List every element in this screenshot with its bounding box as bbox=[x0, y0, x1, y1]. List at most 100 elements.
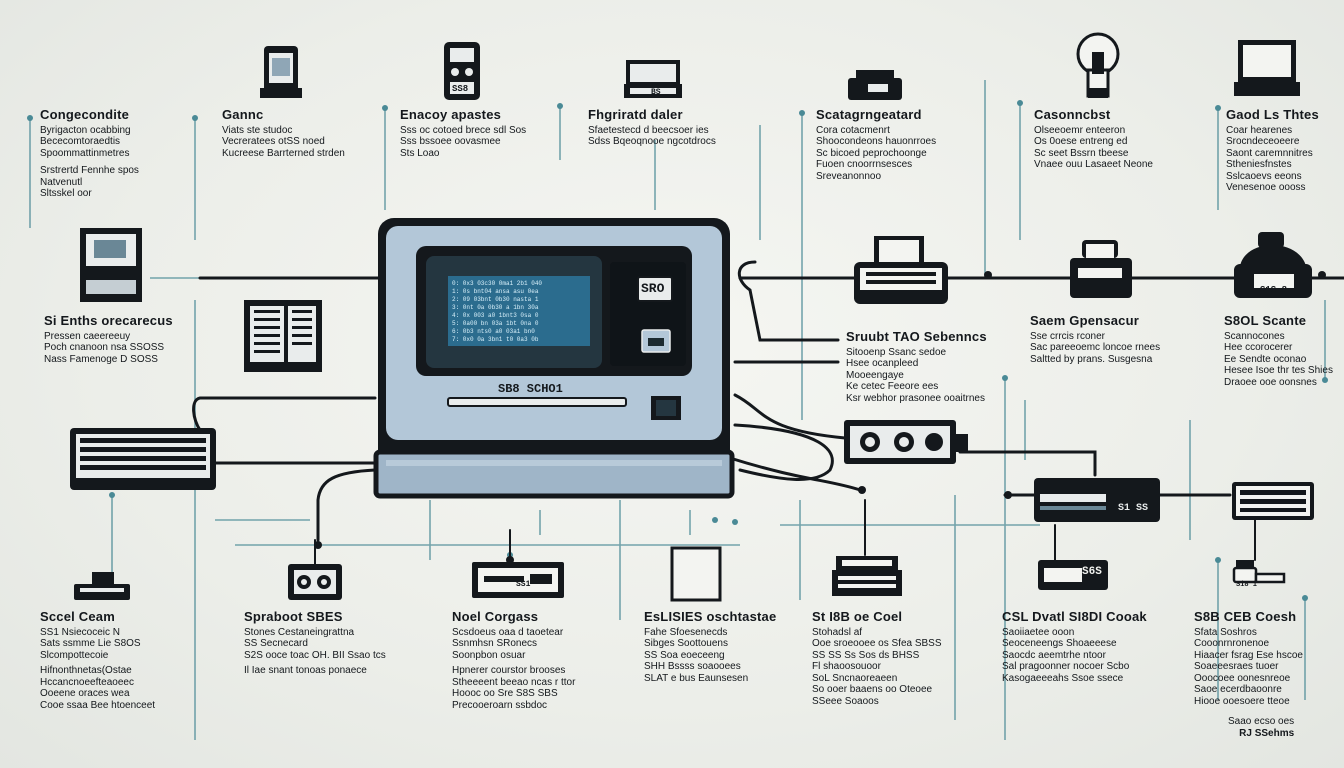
label-bot-8: Saao ecso oes RJ SSehms bbox=[1228, 716, 1294, 739]
label-line: Os 0oese entreng ed bbox=[1034, 136, 1128, 148]
label-bot-5: St I8B oe Coel Stohadsl af Ooe sroeooee … bbox=[812, 609, 942, 707]
floppy-sheet-icon bbox=[670, 546, 722, 602]
label-heading: St I8B oe Coel bbox=[812, 609, 903, 624]
label-line: Vecreratees otSS noed bbox=[222, 136, 325, 148]
label-line: Srstrertd Fennhe spos bbox=[40, 165, 139, 177]
label-top-4: Fhgriratd daler Sfaetestecd d beecsoer i… bbox=[588, 107, 716, 148]
label-line: So ooer baaens oo Oteoee bbox=[812, 684, 933, 696]
screen-line: 2: 09 03bnt 0b30 nasta 1 bbox=[452, 296, 539, 303]
cartridge-plate: S6S bbox=[1082, 566, 1102, 578]
label-line: Fl shaoosouoor bbox=[812, 661, 881, 673]
label-line: Sfata Soshros bbox=[1194, 626, 1257, 638]
label-line: Vnaee ouu Lasaeet Neone bbox=[1034, 159, 1153, 171]
label-line: Pressen caeereeuy bbox=[44, 330, 131, 342]
label-line: Shoocondeons hauonrroes bbox=[816, 136, 937, 148]
label-line: Soaeeesraes tuoer bbox=[1194, 661, 1279, 673]
label-line: Sac pareeoemc loncoe rnees bbox=[1030, 342, 1161, 354]
telephone-plate: S1S 8 bbox=[1260, 285, 1288, 295]
label-heading: Spraboot SBES bbox=[244, 609, 343, 624]
label-line: Kucreese Barrterned strden bbox=[222, 147, 345, 159]
label-line: Sss bssoee oovasmee bbox=[400, 136, 501, 148]
label-heading: Gannc bbox=[222, 107, 264, 122]
label-line: SS1 Nsiecoceic N bbox=[40, 626, 121, 638]
lightbulb-icon bbox=[1076, 32, 1120, 98]
label-line: Viats ste studoc bbox=[222, 124, 293, 136]
label-heading: Enacoy apastes bbox=[400, 107, 502, 122]
main-console bbox=[373, 218, 735, 499]
calculator-icon bbox=[444, 42, 480, 100]
label-mid-1: Sruubt TAO Sebenncs Sitooenp Ssanc sedoe… bbox=[846, 329, 987, 404]
label-bot-1: Sccel Ceam SS1 Nsiecoceic N Sats ssmme L… bbox=[40, 609, 156, 711]
label-line: Cooe ssaa Bee htoenceet bbox=[40, 699, 156, 711]
label-line: Hifnonthnetas(Ostae bbox=[40, 665, 132, 677]
label-heading: Gaod Ls Thtes bbox=[1226, 107, 1319, 122]
label-line: Saocdc aeemtrhe ntoor bbox=[1002, 649, 1106, 661]
label-line: Coar hearenes bbox=[1226, 124, 1293, 136]
label-heading: Si Enths orecarecus bbox=[44, 313, 173, 328]
cash-register-icon bbox=[832, 556, 902, 596]
label-top-3: Enacoy apastes Sss oc cotoed brece sdl S… bbox=[400, 107, 527, 159]
label-line: RJ SSehms bbox=[1239, 727, 1295, 739]
cartridge-icon bbox=[1038, 560, 1108, 590]
label-line: SoL Sncnaoreaeen bbox=[812, 672, 898, 684]
label-line: Hccancnoeefteaoeec bbox=[40, 676, 134, 688]
label-line: Natvenutl bbox=[40, 176, 83, 188]
label-line: SSeee Soaoos bbox=[812, 695, 879, 707]
label-line: Hsee ocanpleed bbox=[846, 358, 919, 370]
label-heading: Noel Corgass bbox=[452, 609, 539, 624]
console-screen-text: 0: 0x3 03c30 0ma1 2b1 040 1: 0s bnt04 an… bbox=[452, 280, 588, 344]
label-line: SHH Bssss soaooees bbox=[644, 661, 741, 673]
label-heading: Sruubt TAO Sebenncs bbox=[846, 329, 987, 344]
label-line: Venesenoe oooss bbox=[1226, 182, 1306, 194]
label-line: Cora cotacmenrt bbox=[816, 124, 890, 136]
label-top-2: Gannc Viats ste studoc Vecreratees otSS … bbox=[222, 107, 345, 159]
telephone-icon bbox=[1234, 232, 1312, 298]
label-line: Ooocoee oonesnreoe bbox=[1194, 672, 1291, 684]
monitor-plate: BS bbox=[651, 88, 661, 97]
label-line: SLAT e bus Eaunsesen bbox=[644, 672, 749, 684]
screen-line: 3: 0nt 0a 0b30 a 1bn 30a bbox=[452, 304, 539, 311]
cassette-icon bbox=[472, 562, 564, 598]
label-line: Saoiiaetee ooon bbox=[1002, 626, 1075, 638]
label-line: Sdss Bqeoqnooe ngcotdrocs bbox=[588, 136, 716, 148]
label-mid-2: Saem Gpensacur Sse crrcis rconer Sac par… bbox=[1030, 313, 1161, 365]
label-line: Hiaacer fsrag Ese hscoe bbox=[1194, 649, 1303, 661]
connector-plate: Si8 1 bbox=[1236, 581, 1258, 589]
cables bbox=[192, 260, 1344, 566]
label-line: Stheeeent beeao ncas r ttor bbox=[452, 676, 576, 688]
disk-drive-icon bbox=[1034, 478, 1160, 522]
monitor-icon bbox=[624, 60, 682, 98]
label-heading: CSL Dvatl SI8DI Cooak bbox=[1002, 609, 1147, 624]
screen-line: 4: 0x 003 a0 1bnt3 0sa 0 bbox=[452, 312, 539, 319]
disk-drive-plate: S1 SS bbox=[1118, 503, 1149, 514]
label-line: Scannocones bbox=[1224, 330, 1285, 342]
label-line: Stohadsl af bbox=[812, 626, 863, 638]
screen-line: 5: 0a00 bn 03a 1bt 0na 0 bbox=[452, 320, 539, 327]
label-line: Sibges Soottouens bbox=[644, 638, 728, 650]
label-line: SS SS Ss Sos ds BHSS bbox=[812, 649, 920, 661]
label-line: Sss oc cotoed brece sdl Sos bbox=[400, 124, 527, 136]
keypad-icon bbox=[244, 300, 322, 372]
label-line: Sfaetestecd d beecsoer ies bbox=[588, 124, 709, 136]
label-line: Stones Cestaneingrattna bbox=[244, 626, 355, 638]
label-heading: Scatagrngeatard bbox=[816, 107, 922, 122]
label-line: Sats ssmme Lie S8OS bbox=[40, 638, 141, 650]
label-line: Sc bicoed peprochoonge bbox=[816, 147, 927, 159]
label-line: SS Secnecard bbox=[244, 638, 308, 650]
screen-line: 0: 0x3 03c30 0ma1 2b1 040 bbox=[452, 280, 543, 287]
label-bot-3: Noel Corgass Scsdoeus oaa d taoetear Ssn… bbox=[452, 609, 576, 711]
label-line: Bececomtoraedtis bbox=[40, 136, 121, 148]
keypad-panel-icon bbox=[1232, 482, 1314, 520]
typewriter-icon bbox=[1070, 240, 1132, 298]
label-mid-left: Si Enths orecarecus Pressen caeereeuy Po… bbox=[44, 313, 173, 365]
label-line: Hesee Isoe thr tes Shies bbox=[1224, 365, 1333, 377]
label-line: Ee Sendte oconao bbox=[1224, 353, 1307, 365]
label-line: Soonpbon osuar bbox=[452, 649, 526, 661]
label-line: Sltsskel oor bbox=[40, 188, 92, 200]
label-line: Mooeengaye bbox=[846, 369, 904, 381]
label-line: Hee ccorocerer bbox=[1224, 342, 1293, 354]
label-line: Scsdoeus oaa d taoetear bbox=[452, 626, 564, 638]
label-line: Saao ecso oes bbox=[1228, 716, 1295, 727]
